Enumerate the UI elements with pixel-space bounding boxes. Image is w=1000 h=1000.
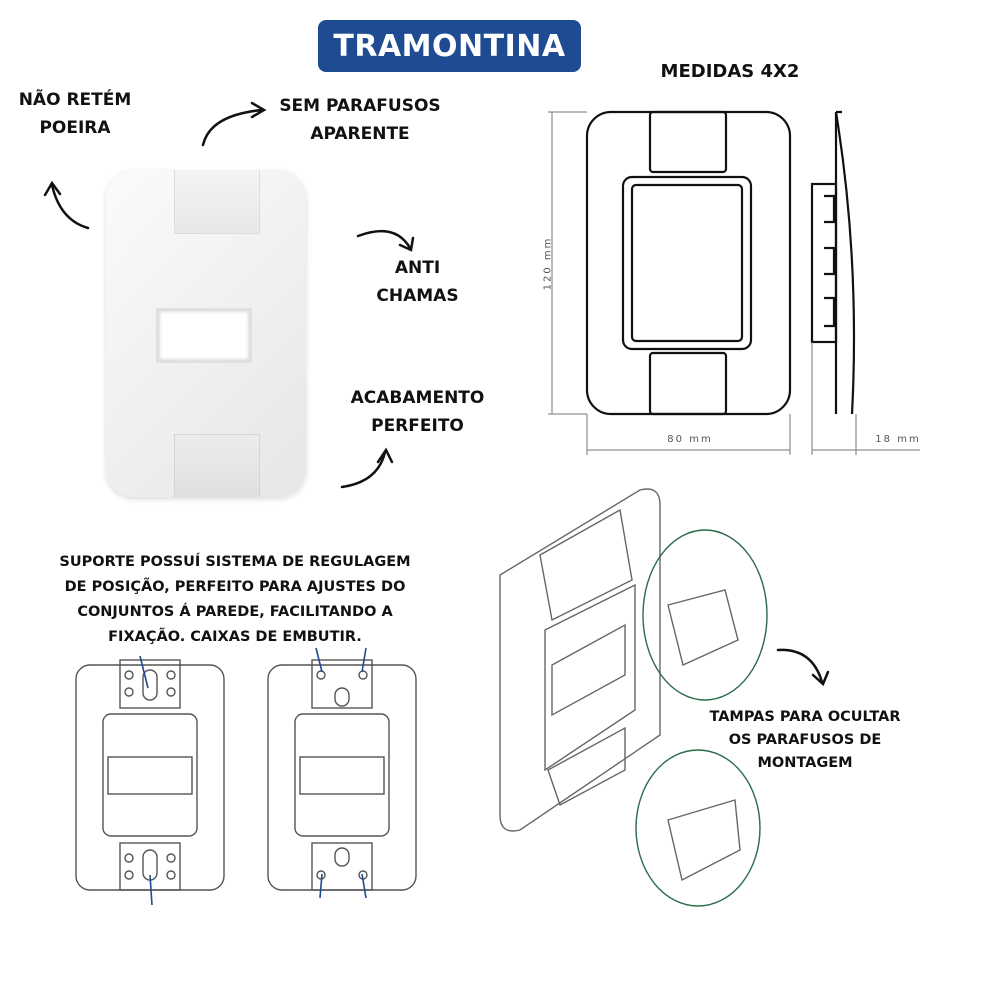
depth-dimension: 18 mm xyxy=(875,434,921,445)
switch-opening xyxy=(156,308,252,363)
width-dimension: 80 mm xyxy=(667,434,713,445)
arrow-icon xyxy=(50,183,90,230)
arrow-icon xyxy=(340,450,387,489)
top-screw-cover xyxy=(174,170,260,234)
dimensions-title: MEDIDAS 4X2 xyxy=(660,61,800,82)
product-plate xyxy=(106,170,306,497)
arrow-icon xyxy=(356,229,412,250)
brand-logo: TRAMONTINA xyxy=(318,20,581,72)
arrow-icon xyxy=(776,648,824,684)
arrow-icon xyxy=(201,108,264,147)
bottom-screw-cover xyxy=(174,434,260,497)
